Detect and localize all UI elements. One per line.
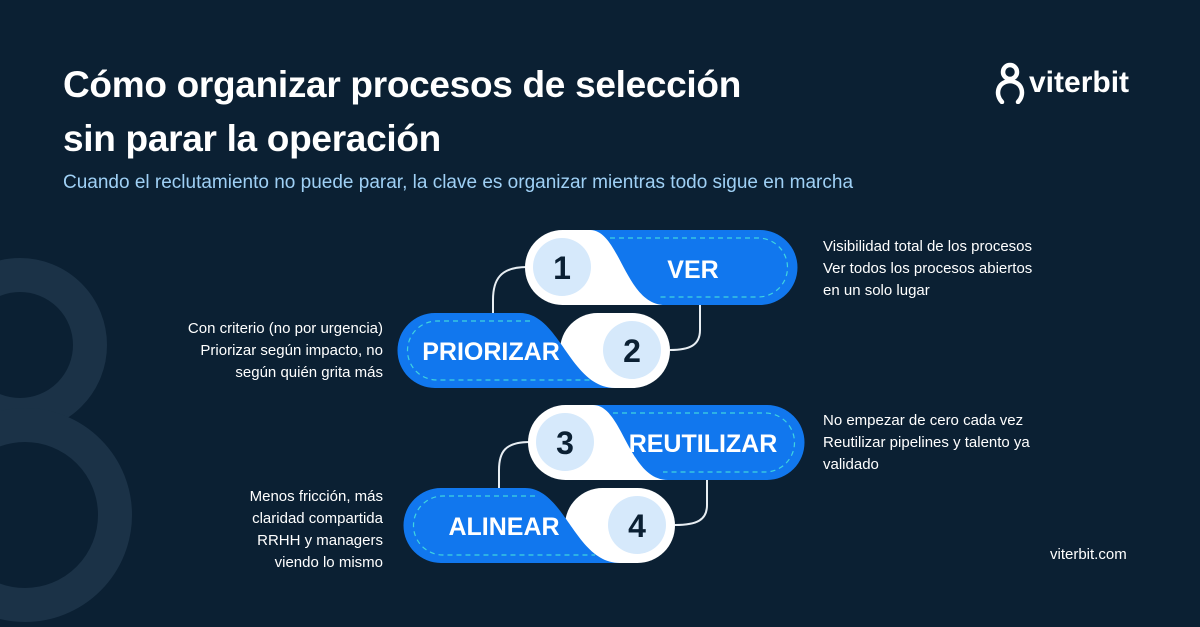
step-2: 2 PRIORIZAR <box>397 313 670 389</box>
logo-eight-icon <box>995 62 1025 104</box>
step-number: 1 <box>553 250 571 286</box>
step-number: 2 <box>623 333 641 369</box>
website-link[interactable]: viterbit.com <box>1050 546 1127 563</box>
step-number: 4 <box>628 508 646 544</box>
step-3: 3 REUTILIZAR <box>528 405 805 480</box>
step-label: ALINEAR <box>448 513 559 541</box>
subtitle: Cuando el reclutamiento no puede parar, … <box>63 172 854 193</box>
connector-lines <box>492 266 708 526</box>
viterbit-logo: viterbit <box>995 62 1129 104</box>
step-1: 1 VER <box>525 230 798 305</box>
step-number: 3 <box>556 425 574 461</box>
step-label: VER <box>667 256 718 284</box>
step-4: 4 ALINEAR <box>403 488 675 563</box>
background-eight-icon <box>0 258 132 622</box>
step-2-description: Con criterio (no por urgencia)Priorizar … <box>187 320 383 381</box>
step-label: PRIORIZAR <box>422 338 560 366</box>
step-label: REUTILIZAR <box>629 430 778 458</box>
